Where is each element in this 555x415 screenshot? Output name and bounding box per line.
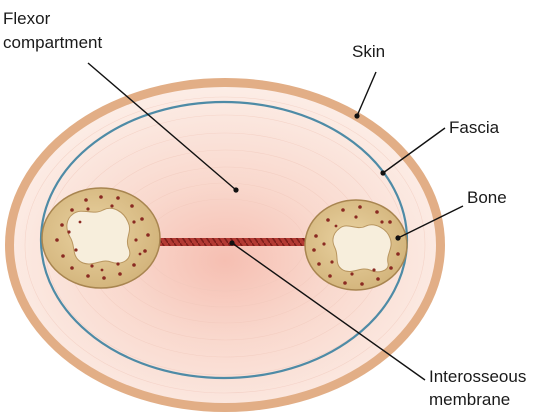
- skin-pointer-dot: [354, 113, 359, 118]
- fascia-pointer-dot: [380, 170, 385, 175]
- label-interosseous-line2: membrane: [429, 390, 510, 409]
- label-flexor-line1: Flexor: [3, 9, 51, 28]
- label-skin: Skin: [352, 42, 385, 61]
- flexor-pointer-dot: [233, 187, 238, 192]
- right-bone: [305, 200, 407, 290]
- label-interosseous-line1: Interosseous: [429, 367, 526, 386]
- bone-pointer-dot: [395, 235, 400, 240]
- label-fascia: Fascia: [449, 118, 500, 137]
- interosseous-pointer-dot: [229, 240, 234, 245]
- label-bone: Bone: [467, 188, 507, 207]
- left-bone: [42, 188, 160, 288]
- skin-pointer-line: [357, 72, 376, 116]
- label-flexor-line2: compartment: [3, 33, 102, 52]
